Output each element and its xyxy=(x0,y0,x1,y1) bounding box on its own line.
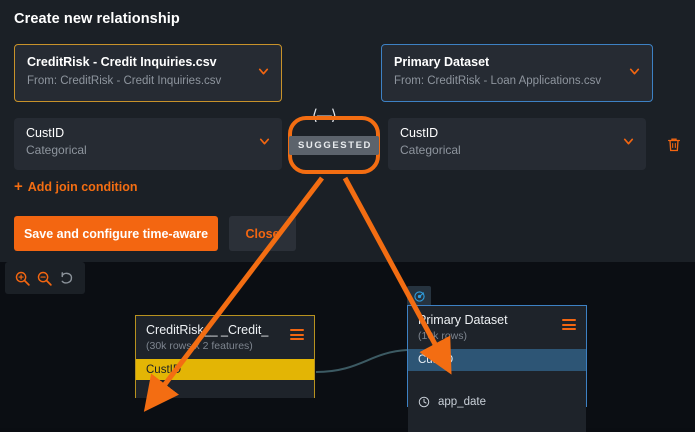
column-type: Categorical xyxy=(400,143,461,157)
node-field-divider xyxy=(408,371,586,389)
node-field-label: app_date xyxy=(438,395,486,408)
dataset-select-row: CreditRisk - Credit Inquiries.csv From: … xyxy=(0,44,695,124)
node-subtitle: (30k rows x 2 features) xyxy=(146,340,253,352)
add-join-condition-label: Add join condition xyxy=(27,180,138,194)
chevron-down-icon[interactable] xyxy=(258,135,271,148)
clock-icon xyxy=(418,396,430,407)
canvas-zoom-toolbar xyxy=(5,262,85,294)
graph-node-primary-dataset[interactable]: Primary Dataset (10k rows) CustID app_da… xyxy=(407,305,587,432)
column-name: CustID xyxy=(26,126,65,140)
graph-canvas[interactable] xyxy=(0,262,695,428)
column-name: CustID xyxy=(400,126,439,140)
node-field-row[interactable]: CustID xyxy=(408,349,586,371)
chevron-down-icon[interactable] xyxy=(257,65,270,78)
trash-icon[interactable] xyxy=(666,136,682,153)
join-column-select-left[interactable]: CustID Categorical xyxy=(14,118,282,170)
zoom-in-icon[interactable] xyxy=(14,270,31,287)
target-icon xyxy=(407,286,431,306)
hamburger-menu-icon[interactable] xyxy=(562,319,576,330)
node-title: CreditRisk__ _Credit_ xyxy=(146,323,269,337)
zoom-out-icon[interactable] xyxy=(36,270,53,287)
node-connector-line xyxy=(315,349,408,373)
dataset-select-left[interactable]: CreditRisk - Credit Inquiries.csv From: … xyxy=(14,44,282,102)
dataset-source: From: CreditRisk - Credit Inquiries.csv xyxy=(27,75,222,87)
target-icon-glyph xyxy=(413,290,425,302)
dataset-source: From: CreditRisk - Loan Applications.csv xyxy=(394,75,602,87)
node-field-row[interactable]: CustID xyxy=(136,359,314,380)
add-join-condition-button[interactable]: + Add join condition xyxy=(14,178,138,195)
node-footer-spacer xyxy=(408,414,586,432)
node-footer-spacer xyxy=(136,380,314,398)
close-button[interactable]: Close xyxy=(229,216,296,251)
dataset-select-right[interactable]: Primary Dataset From: CreditRisk - Loan … xyxy=(381,44,653,102)
node-header: CreditRisk__ _Credit_ (30k rows x 2 feat… xyxy=(136,316,314,359)
node-subtitle: (10k rows) xyxy=(418,330,468,342)
chevron-down-icon[interactable] xyxy=(622,135,635,148)
reset-view-icon[interactable] xyxy=(58,270,75,287)
save-button[interactable]: Save and configure time-aware xyxy=(14,216,218,251)
graph-node-credit-inquiries[interactable]: CreditRisk__ _Credit_ (30k rows x 2 feat… xyxy=(135,315,315,398)
dataset-name: Primary Dataset xyxy=(394,55,490,69)
join-column-select-right[interactable]: CustID Categorical xyxy=(388,118,646,170)
column-type: Categorical xyxy=(26,143,87,157)
join-condition-row: CustID Categorical CustID Categorical xyxy=(0,118,695,174)
node-field-row-app-date[interactable]: app_date xyxy=(408,389,586,414)
page-title: Create new relationship xyxy=(14,11,180,27)
status-badge: SUGGESTED xyxy=(288,135,380,155)
plus-icon: + xyxy=(14,178,23,195)
suggested-annotation-highlight: SUGGESTED xyxy=(288,116,380,174)
chevron-down-icon[interactable] xyxy=(628,65,641,78)
hamburger-menu-icon[interactable] xyxy=(290,329,304,340)
node-title: Primary Dataset xyxy=(418,313,508,327)
node-header: Primary Dataset (10k rows) xyxy=(408,306,586,349)
dataset-name: CreditRisk - Credit Inquiries.csv xyxy=(27,55,217,69)
